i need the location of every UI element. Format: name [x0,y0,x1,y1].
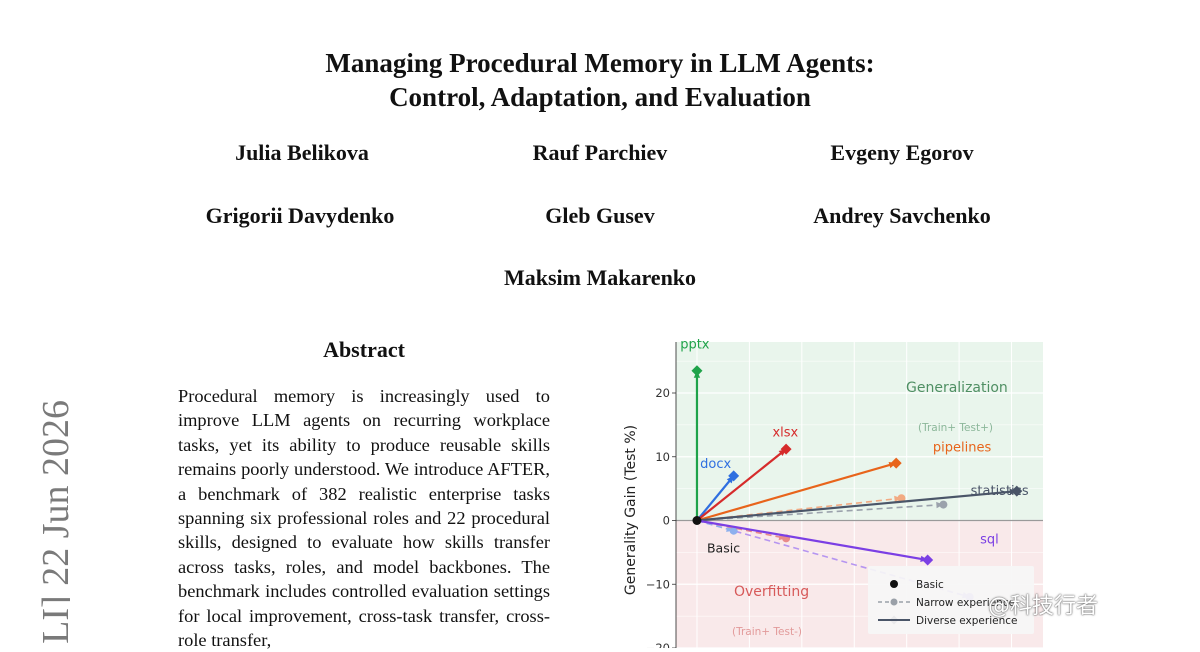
diverse-arrow [696,448,787,522]
title-line-2: Control, Adaptation, and Evaluation [389,82,811,112]
skill-label: pipelines [933,441,992,456]
basic-origin-point [692,516,702,525]
y-axis-label: Generality Gain (Test %) [623,425,639,595]
basic-origin-label: Basic [707,541,740,556]
abstract-heading: Abstract [323,337,405,362]
y-tick-label: −20 [646,641,670,648]
narrow-point [897,494,906,503]
diverse-point [780,443,792,455]
watermark: @科技行者 [988,594,1099,619]
paper-title: Managing Procedural Memory in LLM Agents… [0,46,1200,114]
legend-box [868,566,1034,634]
diverse-point [728,470,740,482]
region-generalization [676,342,1043,521]
author-name: Julia Belikova [235,140,369,165]
author-name: Gleb Gusev [545,203,655,228]
region-label-generalization: Generalization [906,380,1008,396]
legend-diverse-label: Diverse experience [916,615,1017,627]
region-labels: Generalization (Train+ Test+) Overfitting (… [732,380,1008,638]
skill-label: pptx [680,337,710,352]
skill-label: xlsx [772,425,798,440]
diverse-point [691,365,703,377]
diverse-arrow [696,462,897,522]
skill-label: statistics [971,484,1029,499]
legend-basic-marker [890,580,898,588]
diverse-point [890,457,902,469]
title-line-1: Managing Procedural Memory in LLM Agents… [325,48,875,78]
skill-label: sql [980,532,999,547]
legend-narrow-label: Narrow experience [916,597,1015,609]
y-tick-label: −10 [646,577,670,591]
author-name: Rauf Parchiev [532,140,668,165]
narrow-point [729,526,738,535]
y-tick-label: 0 [663,514,670,528]
generality-chart: Generalization (Train+ Test+) Overfitting (… [623,337,1043,648]
diverse-arrow [696,519,928,562]
diverse-arrow [696,490,1017,522]
region-label-overfitting: Overfitting [734,584,809,600]
abstract-text: Procedural memory is increasingly used t… [178,386,550,651]
author-name: Maksim Makarenko [503,265,697,290]
y-axis: 20 10 0 −10 −20 Generality Gain (Test %) [623,342,677,648]
region-sublabel-generalization: (Train+ Test+) [918,422,993,434]
diverse-point [922,554,934,566]
diverse-arrow [696,475,735,522]
legend-narrow-marker [890,598,898,606]
y-tick-label: 20 [655,386,670,400]
skill-label: docx [700,457,731,472]
diverse-point [1011,485,1023,497]
arxiv-stamp-text: LI] 22 Jun 2026 [35,400,70,644]
narrow-arrow [696,503,944,522]
arxiv-stamp: LI] 22 Jun 2026 [30,400,70,648]
author-name: Andrey Savchenko [813,203,991,228]
legend-basic-label: Basic [916,579,944,591]
region-sublabel-overfitting: (Train+ Test-) [732,626,802,638]
y-tick-label: 10 [655,450,670,464]
author-name: Grigorii Davydenko [205,203,395,228]
author-name: Evgeny Egorov [830,140,974,165]
narrow-point [939,500,948,509]
